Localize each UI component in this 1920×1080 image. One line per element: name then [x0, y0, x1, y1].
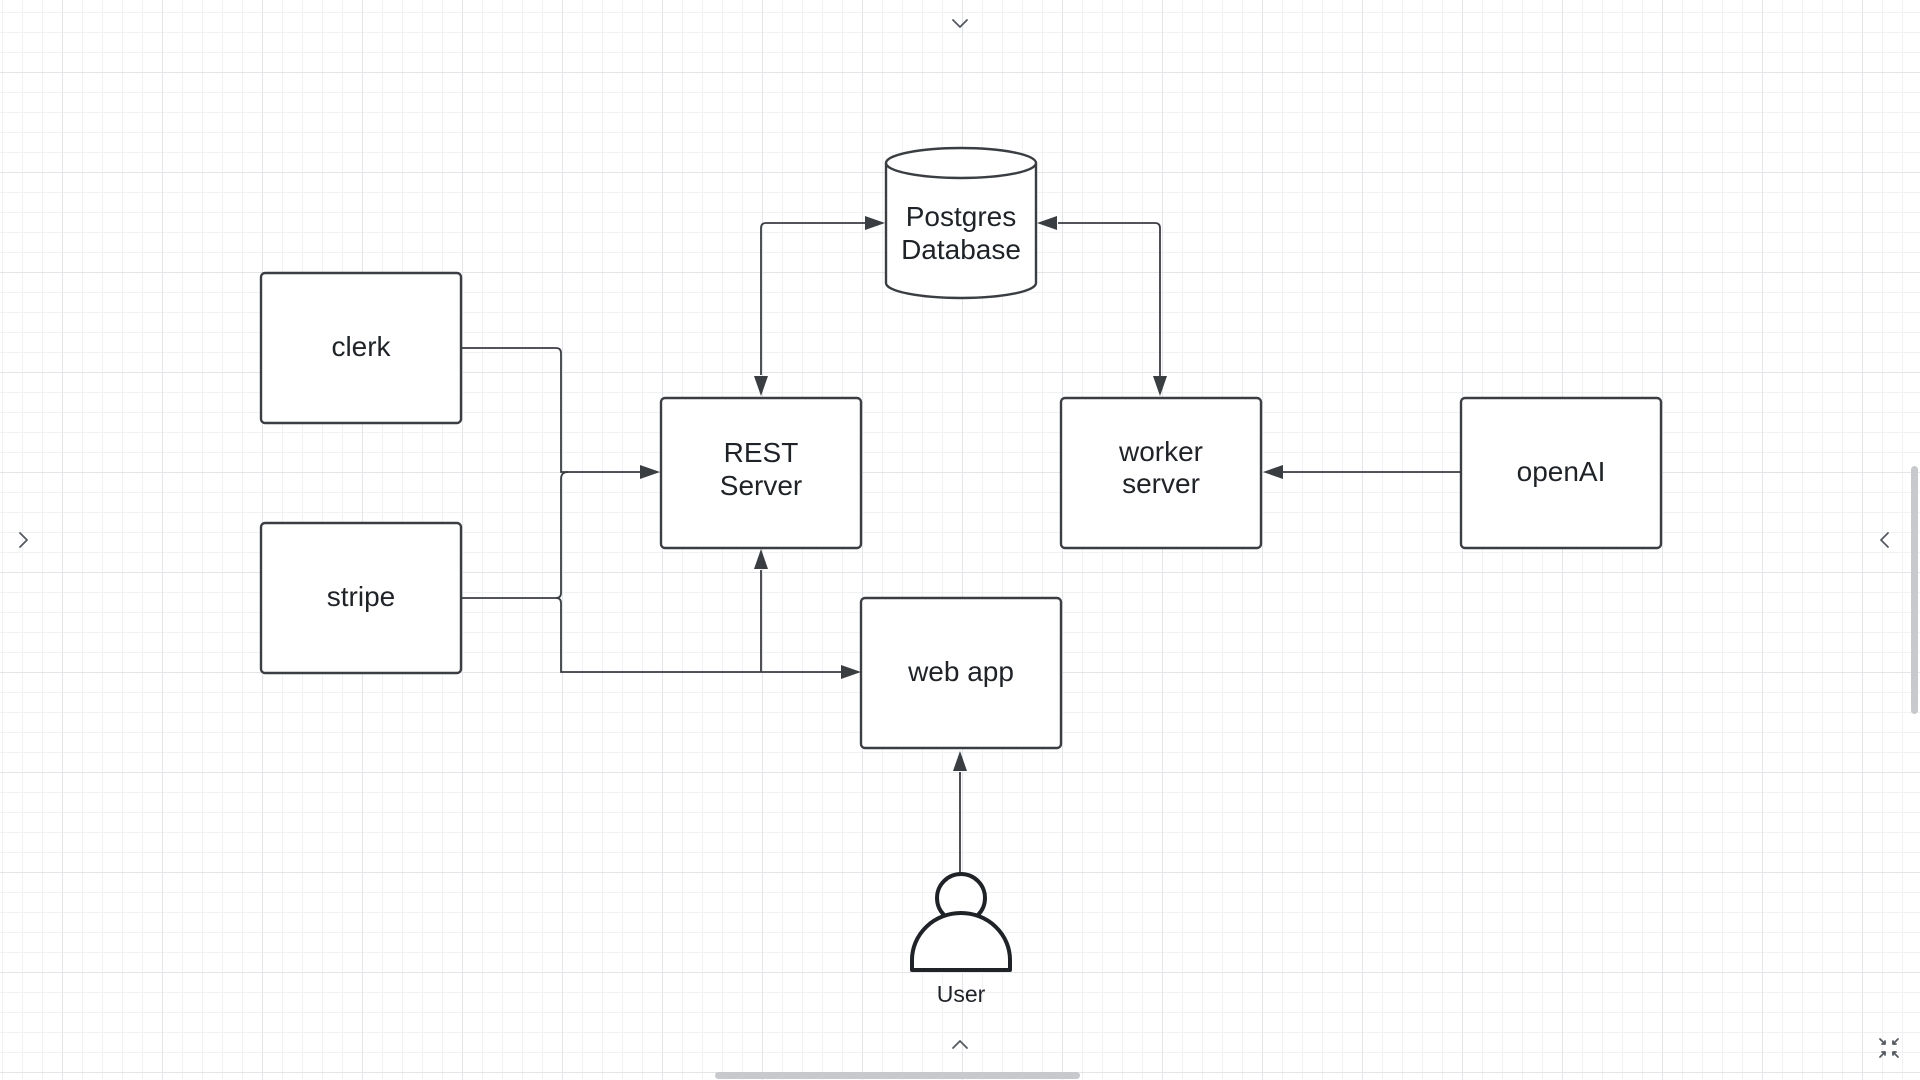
node-box [859, 596, 1063, 750]
node-box [259, 521, 463, 675]
node-stripe[interactable]: stripe [259, 521, 463, 675]
chevron-left-icon [1880, 532, 1889, 548]
node-label: worker [1118, 436, 1203, 467]
node-label: stripe [327, 581, 395, 612]
node-label: Database [901, 234, 1021, 265]
exit-fullscreen-button[interactable] [1874, 1032, 1904, 1062]
chevron-up-icon [952, 1040, 968, 1049]
node-postgres-database[interactable]: Postgres Database [884, 146, 1038, 300]
user-person-icon [910, 872, 1012, 972]
node-rest-server[interactable]: REST Server [659, 396, 863, 550]
node-user[interactable]: User [910, 872, 1012, 1007]
cylinder-top [884, 146, 1038, 180]
edge-worker-postgres[interactable] [1058, 222, 1161, 376]
horizontal-scrollbar[interactable] [715, 1072, 1080, 1079]
node-label: web app [907, 656, 1014, 687]
node-label: User [937, 981, 986, 1007]
arrowhead-worker-right [1263, 465, 1283, 479]
node-label: server [1122, 468, 1200, 499]
node-box [659, 396, 863, 550]
node-label: clerk [331, 331, 391, 362]
chevron-right-icon [19, 532, 28, 548]
node-openai[interactable]: openAI [1459, 396, 1663, 550]
arrowhead-webapp-left [841, 665, 861, 679]
collapse-arrows-icon [1879, 1038, 1899, 1058]
arrowhead-webapp-bottom [953, 751, 967, 771]
node-label: Postgres [906, 201, 1017, 232]
node-label: REST [724, 437, 799, 468]
left-panel-toggle[interactable] [4, 520, 44, 560]
node-box [1459, 396, 1663, 550]
node-web-app[interactable]: web app [859, 596, 1063, 750]
arrowhead-postgres-left [865, 216, 885, 230]
node-label: Server [720, 470, 802, 501]
node-label: openAI [1517, 456, 1606, 487]
edge-clerk-rest[interactable] [461, 347, 640, 473]
edge-rest-postgres[interactable] [760, 222, 865, 375]
expand-bottom-button[interactable] [940, 1030, 980, 1060]
arrowhead-postgres-right [1037, 216, 1057, 230]
right-panel-toggle[interactable] [1866, 520, 1906, 560]
cylinder-database-icon [884, 163, 1038, 300]
node-box [1059, 396, 1263, 550]
arrowhead-worker-top [1153, 376, 1167, 396]
arrowhead-rest-left [640, 465, 660, 479]
arrowhead-rest-top [754, 376, 768, 396]
edge-stripe-rest[interactable] [461, 471, 569, 599]
arrowhead-rest-bottom [754, 549, 768, 569]
collapse-top-button[interactable] [940, 10, 980, 40]
node-box [259, 271, 463, 425]
edge-stripe-webapp[interactable] [555, 597, 844, 673]
chevron-down-icon [952, 19, 968, 28]
node-worker-server[interactable]: worker server [1059, 396, 1263, 550]
vertical-scrollbar[interactable] [1911, 466, 1918, 714]
node-clerk[interactable]: clerk [259, 271, 463, 425]
